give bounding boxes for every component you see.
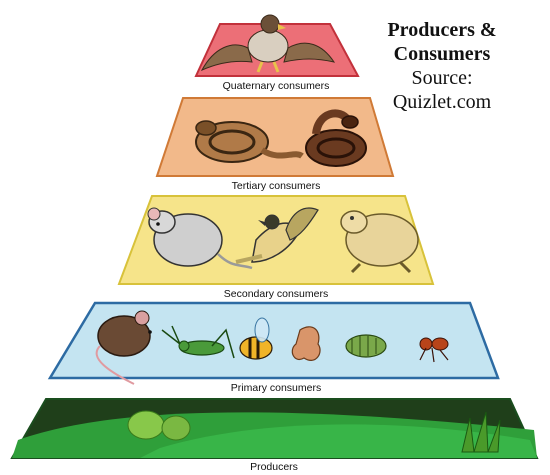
tier-label-tertiary: Tertiary consumers bbox=[232, 180, 321, 192]
tier-primary bbox=[50, 303, 498, 384]
caption: Producers & Consumers Source: Quizlet.co… bbox=[362, 18, 522, 114]
tier-tertiary bbox=[157, 98, 393, 176]
tier-secondary bbox=[119, 196, 433, 284]
tier-producers bbox=[12, 399, 537, 458]
tier-quaternary bbox=[196, 15, 358, 76]
tier-label-primary: Primary consumers bbox=[231, 382, 321, 394]
caption-source-label: Source: bbox=[362, 66, 522, 90]
caterpillar-icon bbox=[346, 335, 386, 357]
tier-label-quaternary: Quaternary consumers bbox=[223, 80, 330, 92]
tier-label-secondary: Secondary consumers bbox=[224, 288, 328, 300]
tier-label-producers: Producers bbox=[250, 461, 298, 473]
caption-source-site: Quizlet.com bbox=[362, 90, 522, 114]
caption-title: Producers & Consumers bbox=[362, 18, 522, 66]
